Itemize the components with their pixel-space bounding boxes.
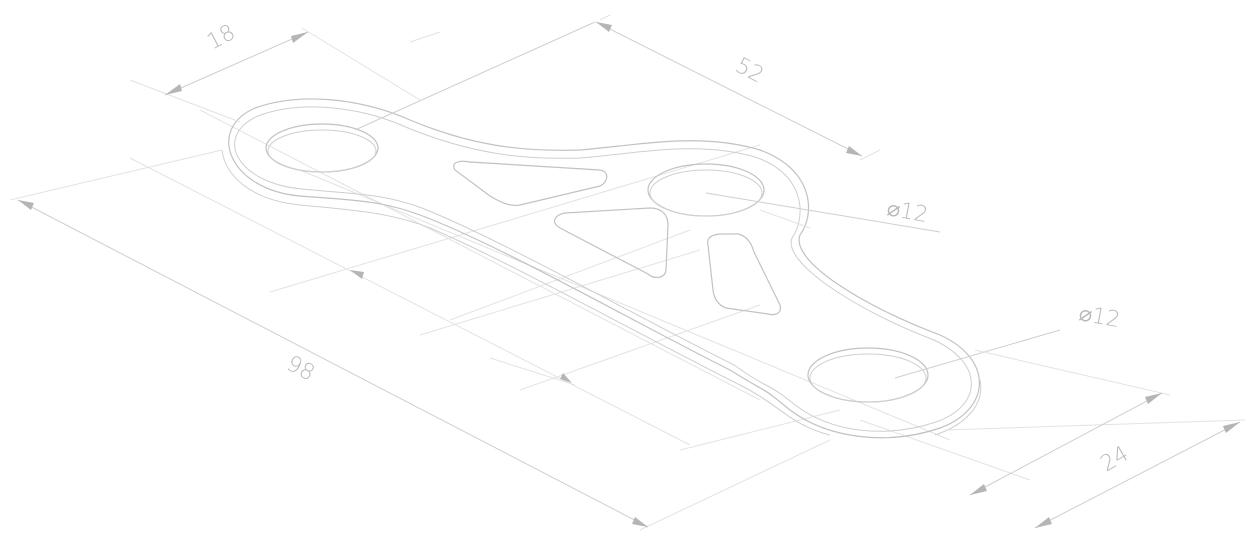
dimension-98: 98	[17, 199, 649, 528]
leader-lines	[354, 21, 1061, 379]
dimension-24: 24	[969, 392, 1241, 529]
cutout-triangle-middle	[553, 207, 669, 279]
hole-lower-right	[807, 347, 929, 403]
hole-upper-right	[647, 163, 765, 217]
construction-lines	[129, 31, 1031, 481]
dimension-98-label: 98	[282, 351, 318, 386]
dimension-hole-lower-label: ⌀12	[1077, 301, 1122, 333]
dimension-52-label: 52	[731, 53, 767, 88]
extension-lines	[9, 14, 1246, 531]
dimension-24-label: 24	[1097, 442, 1134, 478]
dimension-hole-upper-label: ⌀12	[885, 196, 930, 228]
hole-left	[265, 123, 379, 173]
dimension-hole-lower: ⌀12	[1077, 301, 1122, 333]
dimension-52: 52	[595, 21, 863, 157]
part-outline	[221, 98, 982, 439]
inner-arrows	[350, 270, 576, 386]
dimension-18: 18	[164, 20, 309, 96]
dimension-18-label: 18	[203, 20, 239, 55]
cutout-slot	[707, 233, 781, 316]
dimension-hole-upper: ⌀12	[885, 196, 930, 228]
cutout-triangle-top	[453, 160, 608, 207]
